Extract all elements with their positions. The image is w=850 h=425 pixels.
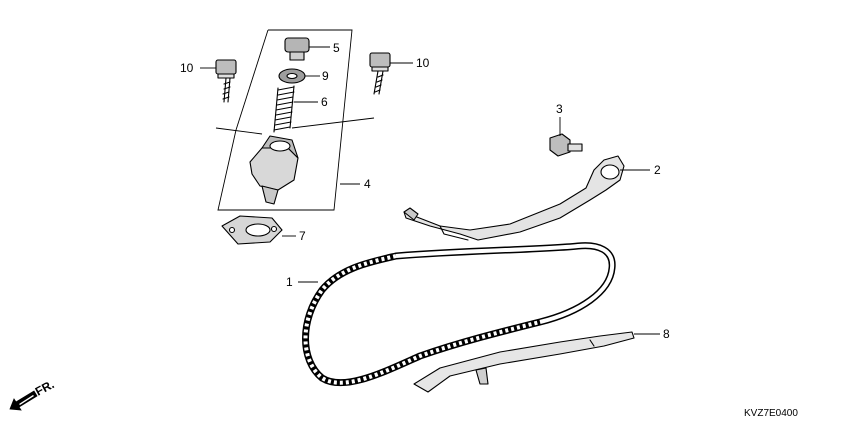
- washer: [278, 68, 306, 84]
- callout-9: 9: [322, 69, 329, 83]
- cam-chain-tensioner-arm: [403, 155, 625, 241]
- callout-4: 4: [364, 177, 371, 191]
- diagram-code: KVZ7E0400: [744, 408, 798, 419]
- callout-3: 3: [556, 102, 563, 116]
- cam-chain: [302, 242, 616, 387]
- callout-5: 5: [333, 41, 340, 55]
- callout-10-left: 10: [180, 61, 194, 75]
- bolt-right: [369, 52, 391, 95]
- tensioner-body: [249, 135, 299, 205]
- callout-8: 8: [663, 327, 670, 341]
- tensioner-group-outline: [215, 29, 375, 211]
- callout-7: 7: [299, 229, 306, 243]
- sealing-bolt: [284, 37, 310, 61]
- callout-6: 6: [321, 95, 328, 109]
- cam-chain-guide: [413, 331, 635, 393]
- bolt-left: [215, 59, 237, 103]
- leader-lines: [200, 46, 660, 335]
- tensioner-gasket: [221, 215, 283, 245]
- front-direction-arrow-icon: [9, 390, 38, 411]
- callout-1: 1: [286, 275, 293, 289]
- callout-10-right: 10: [416, 56, 430, 70]
- callout-2: 2: [654, 163, 661, 177]
- tensioner-spring: [273, 85, 295, 133]
- guide-bolt: [549, 133, 583, 157]
